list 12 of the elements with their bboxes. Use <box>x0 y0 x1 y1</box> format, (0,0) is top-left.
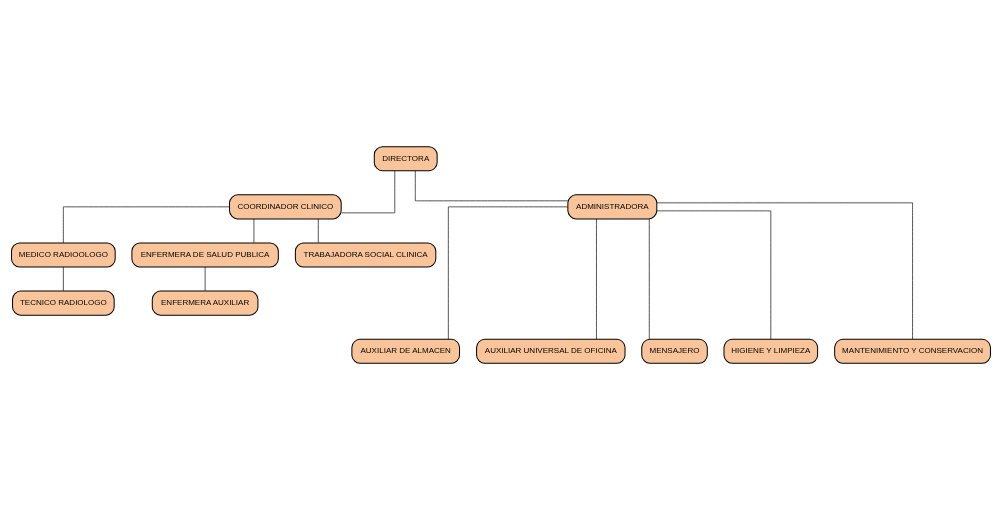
connector <box>63 206 230 244</box>
connector <box>596 218 597 340</box>
connector <box>253 218 255 244</box>
connector <box>204 266 206 292</box>
connector <box>448 206 569 340</box>
connector <box>317 218 319 244</box>
connector <box>656 202 913 340</box>
connector <box>341 170 396 214</box>
connector <box>63 266 64 292</box>
connector <box>656 210 772 340</box>
connector <box>414 170 568 202</box>
connector <box>648 218 650 340</box>
